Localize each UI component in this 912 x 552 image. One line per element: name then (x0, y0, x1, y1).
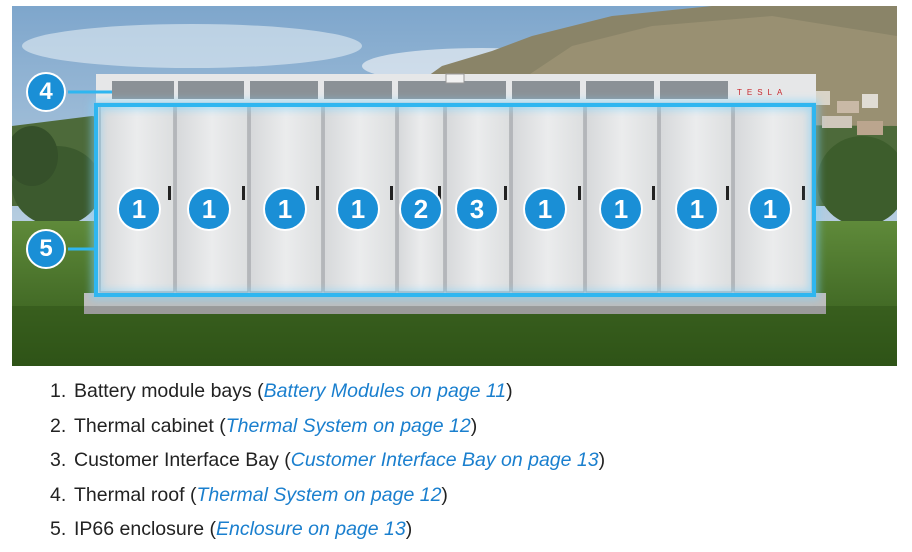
callout-thermal-roof: 4 (26, 72, 66, 112)
callout-battery-module-bay: 1 (523, 187, 567, 231)
legend-text: Battery module bays ( (74, 380, 264, 402)
callout-customer-interface-bay: 3 (455, 187, 499, 231)
legend-close: ) (441, 483, 448, 506)
brand-wordmark: TESLA (737, 88, 787, 97)
callout-battery-module-bay: 1 (599, 187, 643, 231)
legend-number: 2. (50, 414, 67, 437)
legend-close: ) (598, 449, 606, 471)
callout-battery-module-bay: 1 (187, 187, 231, 231)
legend-item: 5. IP66 enclosure (Enclosure on page 13) (0, 514, 912, 549)
legend-close: ) (405, 518, 413, 540)
legend-link[interactable]: Battery Modules on page 11 (263, 380, 507, 402)
component-legend: 1. Battery module bays (Battery Modules … (0, 376, 912, 549)
enclosure-highlight-frame (94, 103, 816, 297)
legend-text: Thermal cabinet ( (74, 414, 226, 437)
legend-number: 1. (50, 380, 67, 402)
legend-link[interactable]: Thermal System on page 12 (196, 483, 442, 506)
product-photo: TESLA (12, 6, 897, 366)
legend-close: ) (470, 414, 478, 437)
legend-link[interactable]: Thermal System on page 12 (225, 414, 471, 437)
callout-battery-module-bay: 1 (336, 187, 380, 231)
legend-text: Thermal roof ( (74, 483, 197, 506)
callout-ip66-enclosure: 5 (26, 229, 66, 269)
callout-battery-module-bay: 1 (748, 187, 792, 231)
legend-text: IP66 enclosure ( (74, 518, 216, 540)
legend-number: 4. (50, 483, 67, 506)
callout-battery-module-bay: 1 (263, 187, 307, 231)
legend-number: 5. (50, 518, 67, 540)
callout-thermal-cabinet: 2 (399, 187, 443, 231)
legend-close: ) (506, 380, 513, 402)
legend-item: 2. Thermal cabinet (Thermal System on pa… (0, 411, 912, 446)
legend-link[interactable]: Enclosure on page 13 (216, 518, 406, 540)
callout-battery-module-bay: 1 (117, 187, 161, 231)
legend-item: 4. Thermal roof (Thermal System on page … (0, 480, 912, 515)
legend-link[interactable]: Customer Interface Bay on page 13 (290, 449, 599, 471)
legend-item: 1. Battery module bays (Battery Modules … (0, 376, 912, 411)
legend-text: Customer Interface Bay ( (74, 449, 291, 471)
legend-number: 3. (50, 449, 67, 471)
callout-battery-module-bay: 1 (675, 187, 719, 231)
legend-item: 3. Customer Interface Bay (Customer Inte… (0, 445, 912, 480)
